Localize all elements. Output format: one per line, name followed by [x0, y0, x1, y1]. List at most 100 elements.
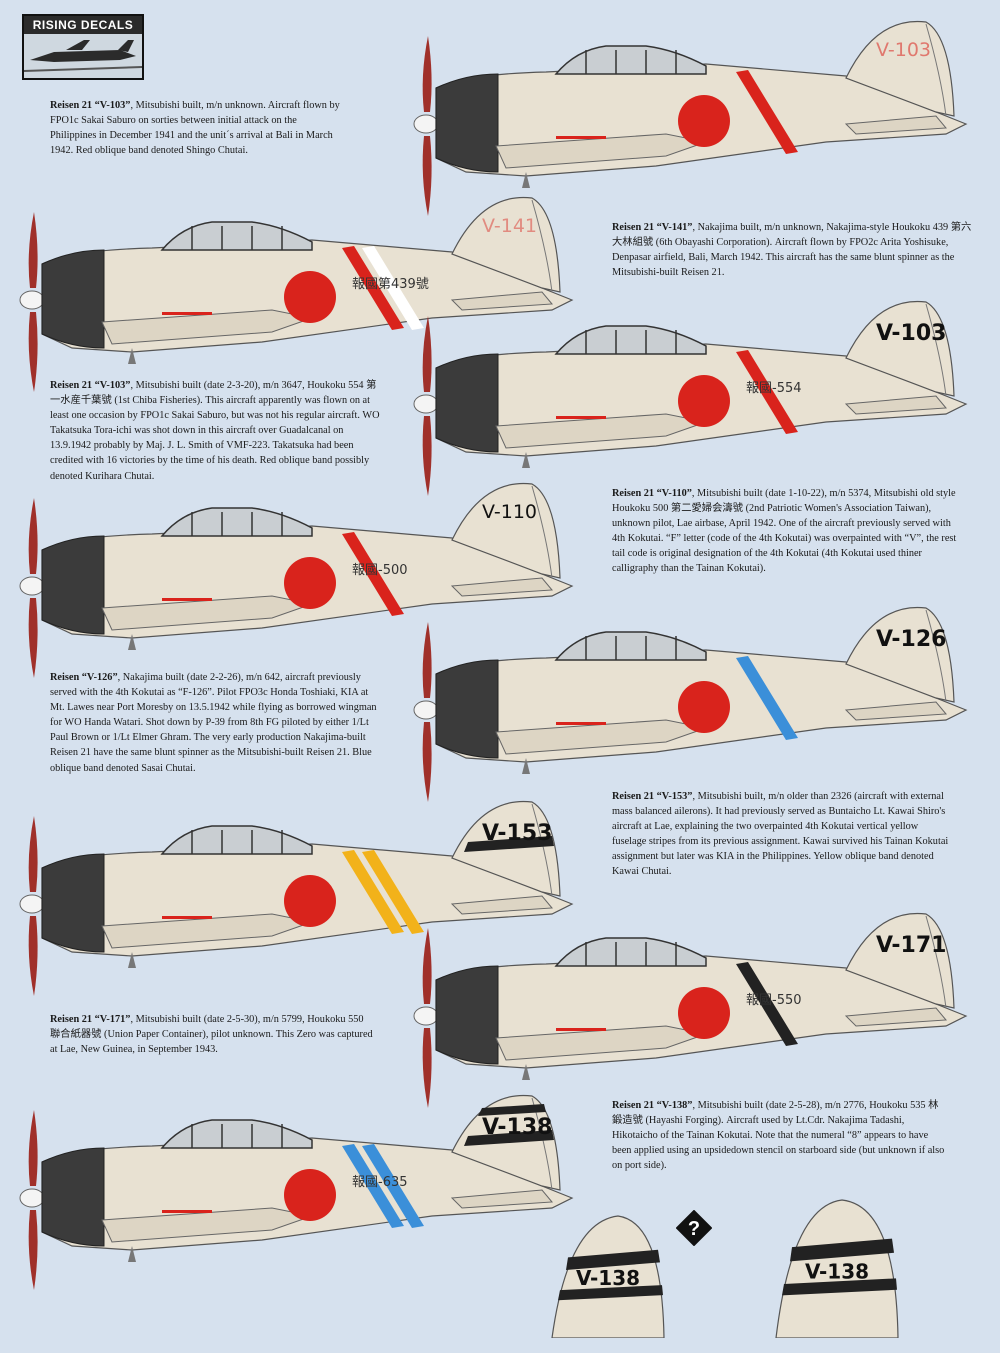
fuselage-band: [342, 246, 404, 330]
fuselage-band: [736, 962, 798, 1046]
brand-name: RISING DECALS: [32, 18, 134, 32]
aircraft-description-8: Reisen 21 “V-138”, Mitsubishi built (dat…: [612, 1098, 948, 1173]
unknown-marker: ?: [688, 1218, 700, 1240]
question-mark-icon: ?: [676, 1210, 712, 1246]
wing: [495, 133, 708, 169]
aircraft-title: Reisen 21 “V-141”: [612, 222, 693, 233]
aircraft-text: , Nakajima built, m/n unknown, Nakajima-…: [612, 222, 972, 279]
rising-decals-logo: RISING DECALS: [22, 14, 144, 80]
hinomaru-roundel: [284, 557, 336, 609]
aircraft-description-1: Reisen 21 “V-103”, Mitsubishi built, m/n…: [50, 98, 342, 158]
zero-fighter-drawing: V-153: [19, 800, 574, 996]
aircraft-profile-8: 報國-635 V-138: [12, 1090, 587, 1310]
aircraft-profile-7: 報國-550 V-171: [406, 908, 981, 1128]
aircraft-title: Reisen 21 “V-103”: [50, 380, 131, 391]
propeller: [413, 622, 439, 802]
propeller: [19, 816, 45, 996]
tail-fin: [845, 300, 955, 397]
fuselage-band: [362, 246, 424, 330]
engine-cowling: [41, 249, 105, 349]
zero-fighter-drawing: 報國-635 V-138: [19, 1094, 574, 1290]
zero-fighter-drawing: V-103: [413, 20, 968, 216]
canopy: [160, 825, 313, 855]
canopy: [554, 937, 707, 967]
aircraft-title: Reisen “V-126”: [50, 672, 118, 683]
aircraft-title: Reisen 21 “V-103”: [50, 100, 131, 111]
tail-fin: [845, 20, 955, 117]
aircraft-text: , Mitsubishi built (date 2-5-30), m/n 57…: [50, 1014, 373, 1056]
engine-cowling: [41, 853, 105, 953]
aircraft-title: Reisen 21 “V-171”: [50, 1014, 131, 1025]
wing: [495, 719, 708, 755]
fuselage-band: [736, 656, 798, 740]
aircraft-text: , Mitsubishi built, m/n older than 2326 …: [612, 791, 949, 878]
aircraft-text: , Mitsubishi built, m/n unknown. Aircraf…: [50, 100, 340, 157]
aircraft-description-6: Reisen 21 “V-153”, Mitsubishi built, m/n…: [612, 789, 952, 880]
zero-fighter-drawing: 報國-554 V-103: [413, 300, 968, 496]
canopy: [160, 1119, 313, 1149]
canopy: [554, 631, 707, 661]
tail-code: V-103: [876, 321, 946, 346]
tail-variant-starboard: V-138: [772, 1196, 902, 1343]
tail-code: V-141: [482, 215, 537, 237]
engine-cowling: [435, 659, 499, 759]
hokoku-inscription: 報國-550: [746, 993, 802, 1008]
propeller: [19, 1110, 45, 1290]
aircraft-description-5: Reisen “V-126”, Nakajima built (date 2-2…: [50, 670, 380, 776]
wing: [101, 1207, 314, 1243]
propeller: [413, 36, 439, 216]
zero-fighter-drawing: 報國第439號 V-141: [19, 196, 574, 392]
tail-code: V-171: [876, 933, 946, 958]
tail-variant-port: V-138: [548, 1212, 668, 1343]
hokoku-inscription: 報國-635: [352, 1175, 408, 1190]
hinomaru-roundel: [678, 375, 730, 427]
canopy: [160, 507, 313, 537]
engine-cowling: [435, 73, 499, 173]
tail-code: V-126: [876, 627, 946, 652]
aircraft-description-4: Reisen 21 “V-110”, Mitsubishi built (dat…: [612, 486, 958, 577]
wing: [495, 1025, 708, 1061]
tail-code: V-138: [482, 1115, 552, 1140]
engine-cowling: [435, 965, 499, 1065]
aircraft-title: Reisen 21 “V-110”: [612, 488, 692, 499]
propeller: [19, 498, 45, 678]
propeller: [413, 928, 439, 1108]
canopy: [554, 45, 707, 75]
aircraft-text: , Mitsubishi built (date 2-3-20), m/n 36…: [50, 380, 380, 482]
canopy: [160, 221, 313, 251]
hinomaru-roundel: [284, 1169, 336, 1221]
propeller: [413, 316, 439, 496]
tail-code: V-110: [482, 501, 537, 523]
hokoku-inscription: 報國-554: [746, 381, 802, 396]
engine-cowling: [41, 535, 105, 635]
tail-fin: [451, 196, 561, 293]
hinomaru-roundel: [284, 271, 336, 323]
hinomaru-roundel: [678, 95, 730, 147]
hinomaru-roundel: [284, 875, 336, 927]
aircraft-description-3: Reisen 21 “V-103”, Mitsubishi built (dat…: [50, 378, 386, 484]
zero-fighter-drawing: V-126: [413, 606, 968, 802]
hokoku-inscription: 報國第439號: [352, 277, 429, 292]
zero-fighter-drawing: 報國-550 V-171: [413, 912, 968, 1108]
aircraft-profile-5: V-126: [406, 602, 981, 822]
wing: [495, 413, 708, 449]
aircraft-text: , Nakajima built (date 2-2-26), m/n 642,…: [50, 672, 377, 774]
aircraft-profile-6: V-153: [12, 796, 587, 1016]
aircraft-text: , Mitsubishi built (date 2-5-28), m/n 27…: [612, 1100, 945, 1172]
fuselage-band: [362, 1144, 424, 1228]
fuselage-band: [362, 850, 424, 934]
tail-fin: [451, 482, 561, 579]
fuselage-band: [736, 350, 798, 434]
aircraft-profile-2: 報國第439號 V-141: [12, 192, 587, 412]
fuselage-band: [342, 1144, 404, 1228]
aircraft-profile-1: V-103: [406, 16, 981, 236]
tail-code: V-138: [805, 1259, 869, 1283]
flying-boat-icon: [24, 34, 142, 78]
tail-fin: [845, 606, 955, 703]
engine-cowling: [41, 1147, 105, 1247]
aircraft-text: , Mitsubishi built (date 1-10-22), m/n 5…: [612, 488, 957, 575]
tail-code: V-138: [576, 1266, 640, 1290]
propeller: [19, 212, 45, 392]
